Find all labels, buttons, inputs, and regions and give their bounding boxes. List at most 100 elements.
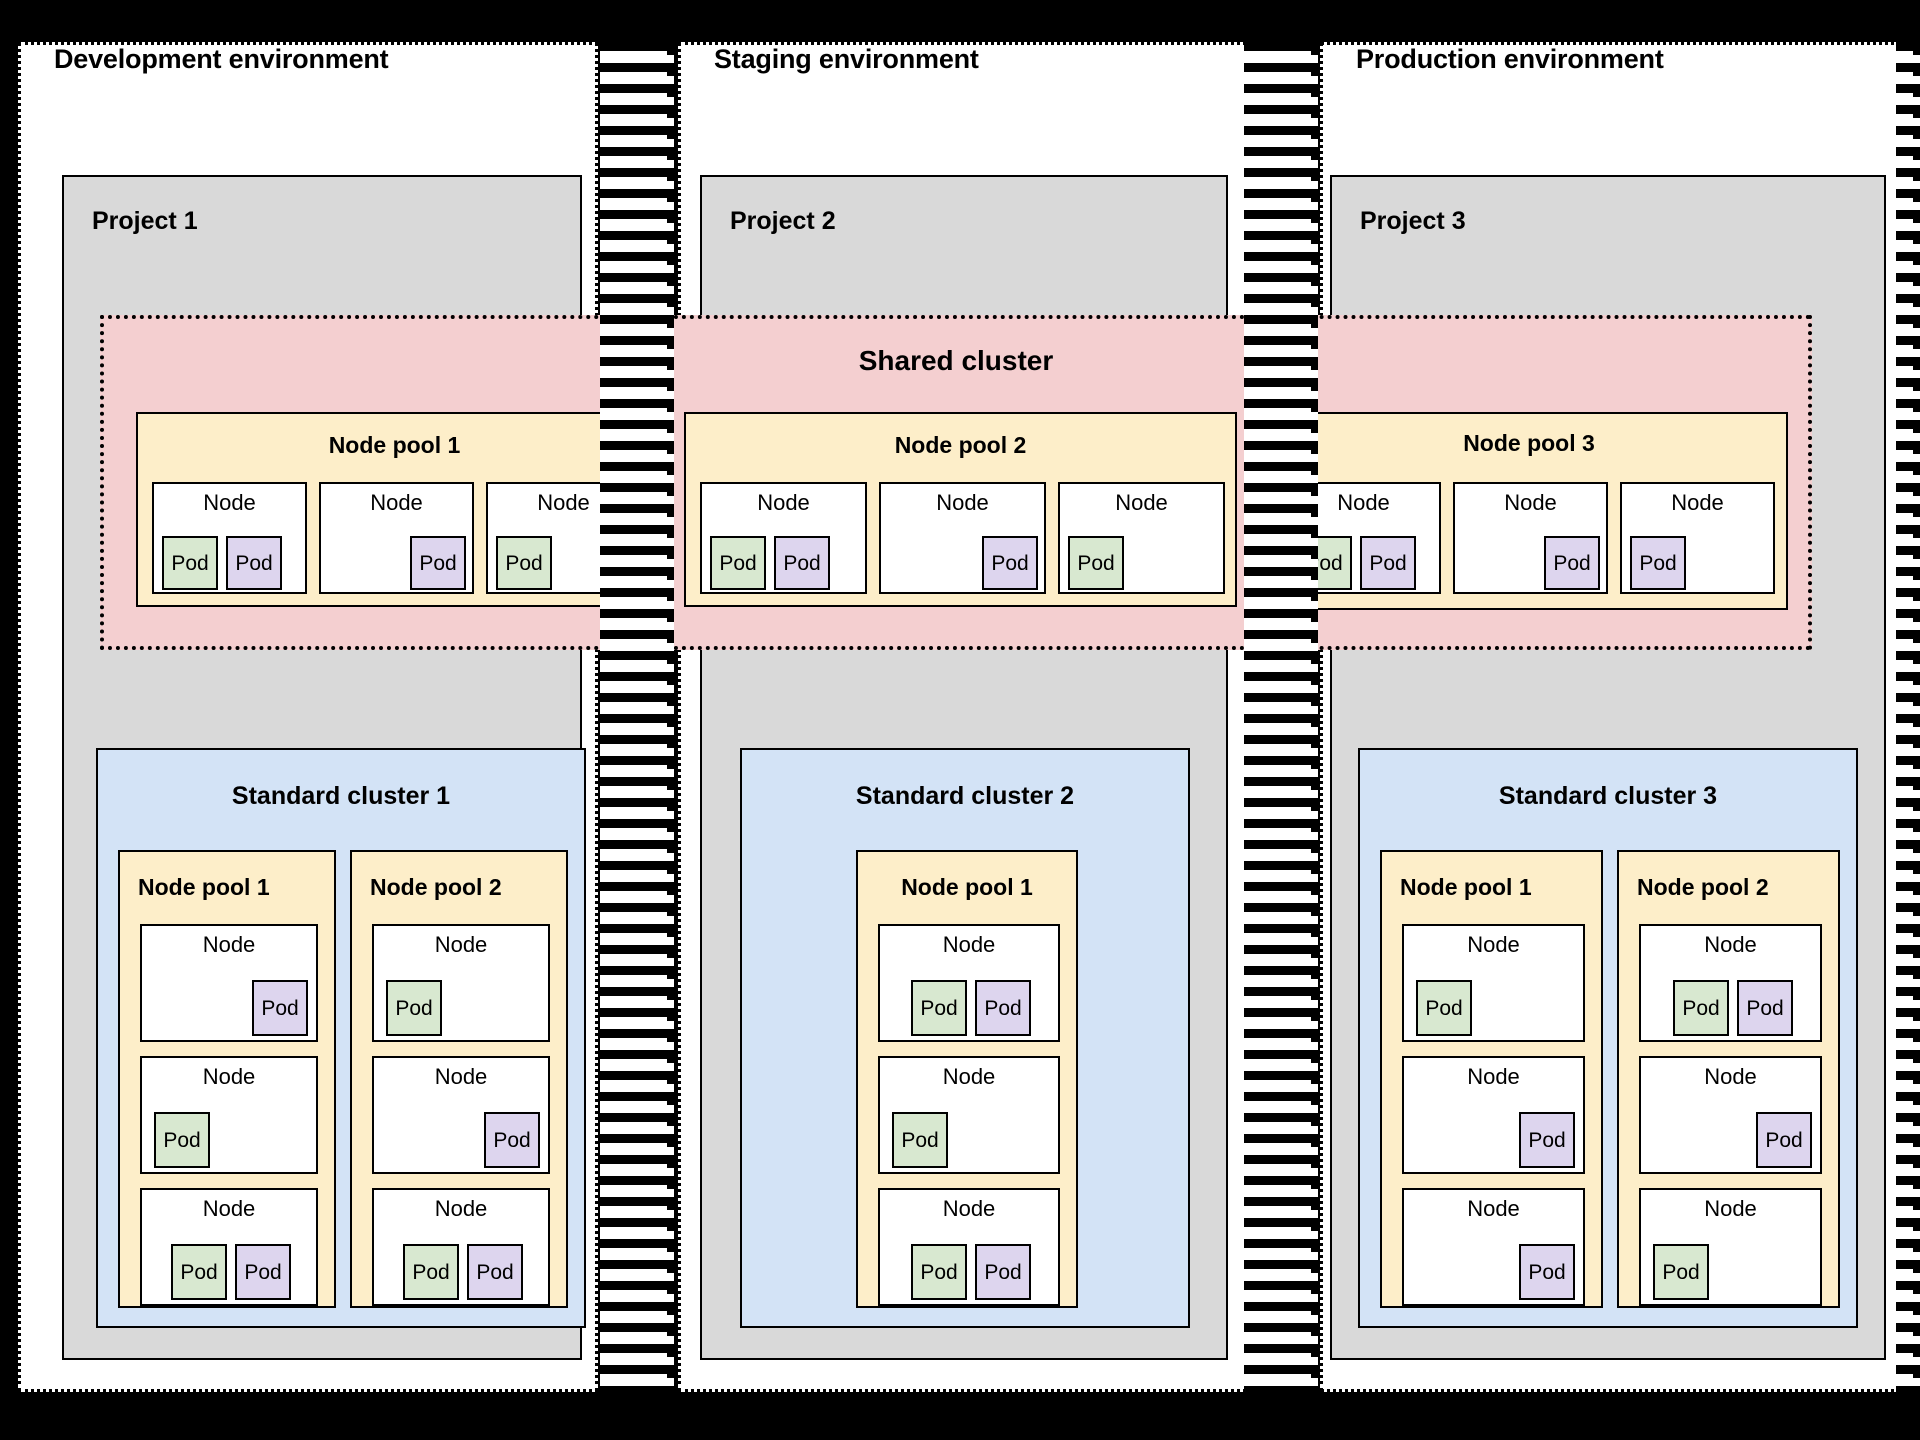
environment-title: Staging environment (714, 44, 979, 74)
project-title: Project 3 (1360, 207, 1466, 235)
pod: Pod (496, 536, 552, 590)
nodepool-title: Node pool 2 (370, 874, 502, 900)
hatched-divider-2 (1244, 42, 1318, 1392)
pod: Pod (1737, 980, 1793, 1036)
nodepool-title: Node pool 1 (1400, 874, 1532, 900)
pod: Pod (403, 1244, 459, 1300)
nodepool-title: Node pool 2 (894, 432, 1027, 458)
nodepool-title: Node pool 3 (1463, 430, 1595, 456)
pod: Pod (154, 1112, 210, 1168)
nodepool-title: Node pool 1 (328, 432, 461, 458)
pod: Pod (1653, 1244, 1709, 1300)
pod: Pod (911, 1244, 967, 1300)
shared-cluster-title: Shared cluster (858, 345, 1054, 376)
pod: Pod (226, 536, 282, 590)
node-label: Node (1704, 932, 1757, 957)
pod: Pod (484, 1112, 540, 1168)
pod: Pod (710, 536, 766, 590)
node-label: Node (370, 490, 423, 515)
pod: Pod (386, 980, 442, 1036)
node-label: Node (434, 932, 488, 957)
node-label: Node (203, 490, 256, 515)
node-label: Node (1671, 490, 1724, 515)
node-label: Node (202, 1196, 256, 1221)
hatch-ticks (667, 42, 674, 1392)
pod: Pod (410, 536, 466, 590)
pod: Pod (235, 1244, 291, 1300)
node-label: Node (757, 490, 810, 515)
node-label: Node (1704, 1196, 1757, 1221)
node-label: Node (1704, 1064, 1757, 1089)
node-label: Node (434, 1064, 488, 1089)
environment-title: Production environment (1356, 44, 1664, 74)
project-title: Project 1 (92, 207, 198, 235)
pod: Pod (1756, 1112, 1812, 1168)
pod: Pod (975, 1244, 1031, 1300)
pod: Pod (1068, 536, 1124, 590)
hatch-ticks (1913, 42, 1920, 1392)
standard-cluster-title: Standard cluster 1 (231, 782, 451, 810)
node-label: Node (942, 1064, 996, 1089)
node-label: Node (1115, 490, 1168, 515)
environment-title: Development environment (54, 44, 389, 74)
pod: Pod (1630, 536, 1686, 590)
pod: Pod (171, 1244, 227, 1300)
node-label: Node (202, 1064, 256, 1089)
node-label: Node (1467, 1196, 1520, 1221)
pod: Pod (975, 980, 1031, 1036)
node-label: Node (1467, 932, 1520, 957)
standard-cluster-title: Standard cluster 3 (1498, 782, 1718, 810)
node-label: Node (942, 1196, 996, 1221)
hatch-ticks (1311, 42, 1318, 1392)
standard-cluster-title: Standard cluster 2 (855, 782, 1075, 810)
hatched-divider-3 (1896, 42, 1920, 1392)
node-label: Node (1504, 490, 1557, 515)
pod: Pod (892, 1112, 948, 1168)
pod: Pod (162, 536, 218, 590)
pod: Pod (911, 980, 967, 1036)
pod: Pod (1360, 536, 1416, 590)
project-title: Project 2 (730, 207, 836, 235)
pod: Pod (774, 536, 830, 590)
pod: Pod (1519, 1112, 1575, 1168)
pod: Pod (1544, 536, 1600, 590)
node-label: Node (537, 490, 590, 515)
pod: Pod (467, 1244, 523, 1300)
node-label: Node (936, 490, 989, 515)
nodepool-title: Node pool 1 (138, 874, 270, 900)
hatch-bars (1244, 42, 1318, 1392)
pod: Pod (1673, 980, 1729, 1036)
node-label: Node (942, 932, 996, 957)
node-label: Node (1337, 490, 1390, 515)
